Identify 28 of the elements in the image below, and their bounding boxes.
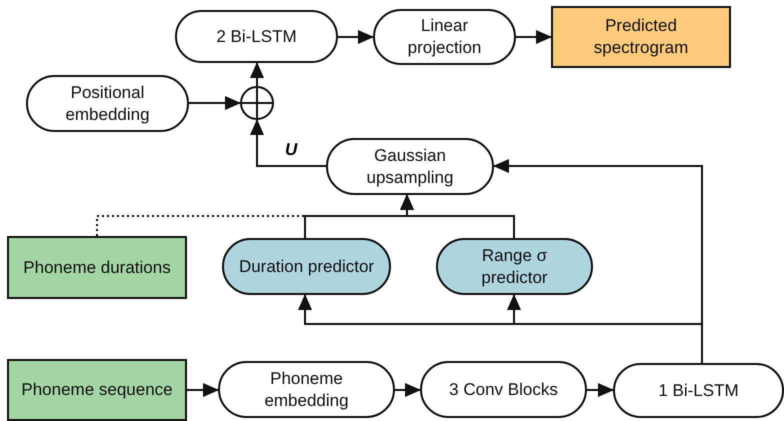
node-label: Range σ predictor — [480, 244, 549, 288]
node-label: 1 Bi-LSTM — [657, 380, 740, 402]
node-label: Phoneme durations — [22, 256, 172, 278]
node-label: Phoneme sequence — [20, 379, 174, 401]
process-box — [175, 10, 338, 63]
node-label: Linear projection — [406, 15, 482, 59]
node-label: Predicted spectrogram — [592, 15, 690, 59]
process-box — [613, 363, 784, 418]
node-label: Positional embedding — [64, 82, 151, 126]
arrow — [395, 383, 421, 397]
arrow — [493, 159, 703, 363]
arrow — [587, 383, 614, 397]
output-box — [551, 6, 731, 68]
node-label: 2 Bi-LSTM — [215, 26, 298, 48]
node-label: Phoneme embedding — [263, 368, 350, 412]
dotted-connector — [96, 194, 414, 236]
sum-circle — [240, 86, 274, 120]
arrow — [187, 383, 219, 397]
input-box — [7, 236, 187, 299]
arrow — [250, 119, 326, 167]
arrow — [338, 30, 374, 44]
arrow — [250, 62, 264, 86]
node-label: Duration predictor — [238, 256, 376, 278]
arrow — [516, 30, 552, 44]
input-box — [7, 359, 187, 421]
node-label: 3 Conv Blocks — [448, 378, 559, 400]
node-label: Gaussian upsampling — [366, 144, 454, 188]
arrow — [189, 96, 241, 110]
